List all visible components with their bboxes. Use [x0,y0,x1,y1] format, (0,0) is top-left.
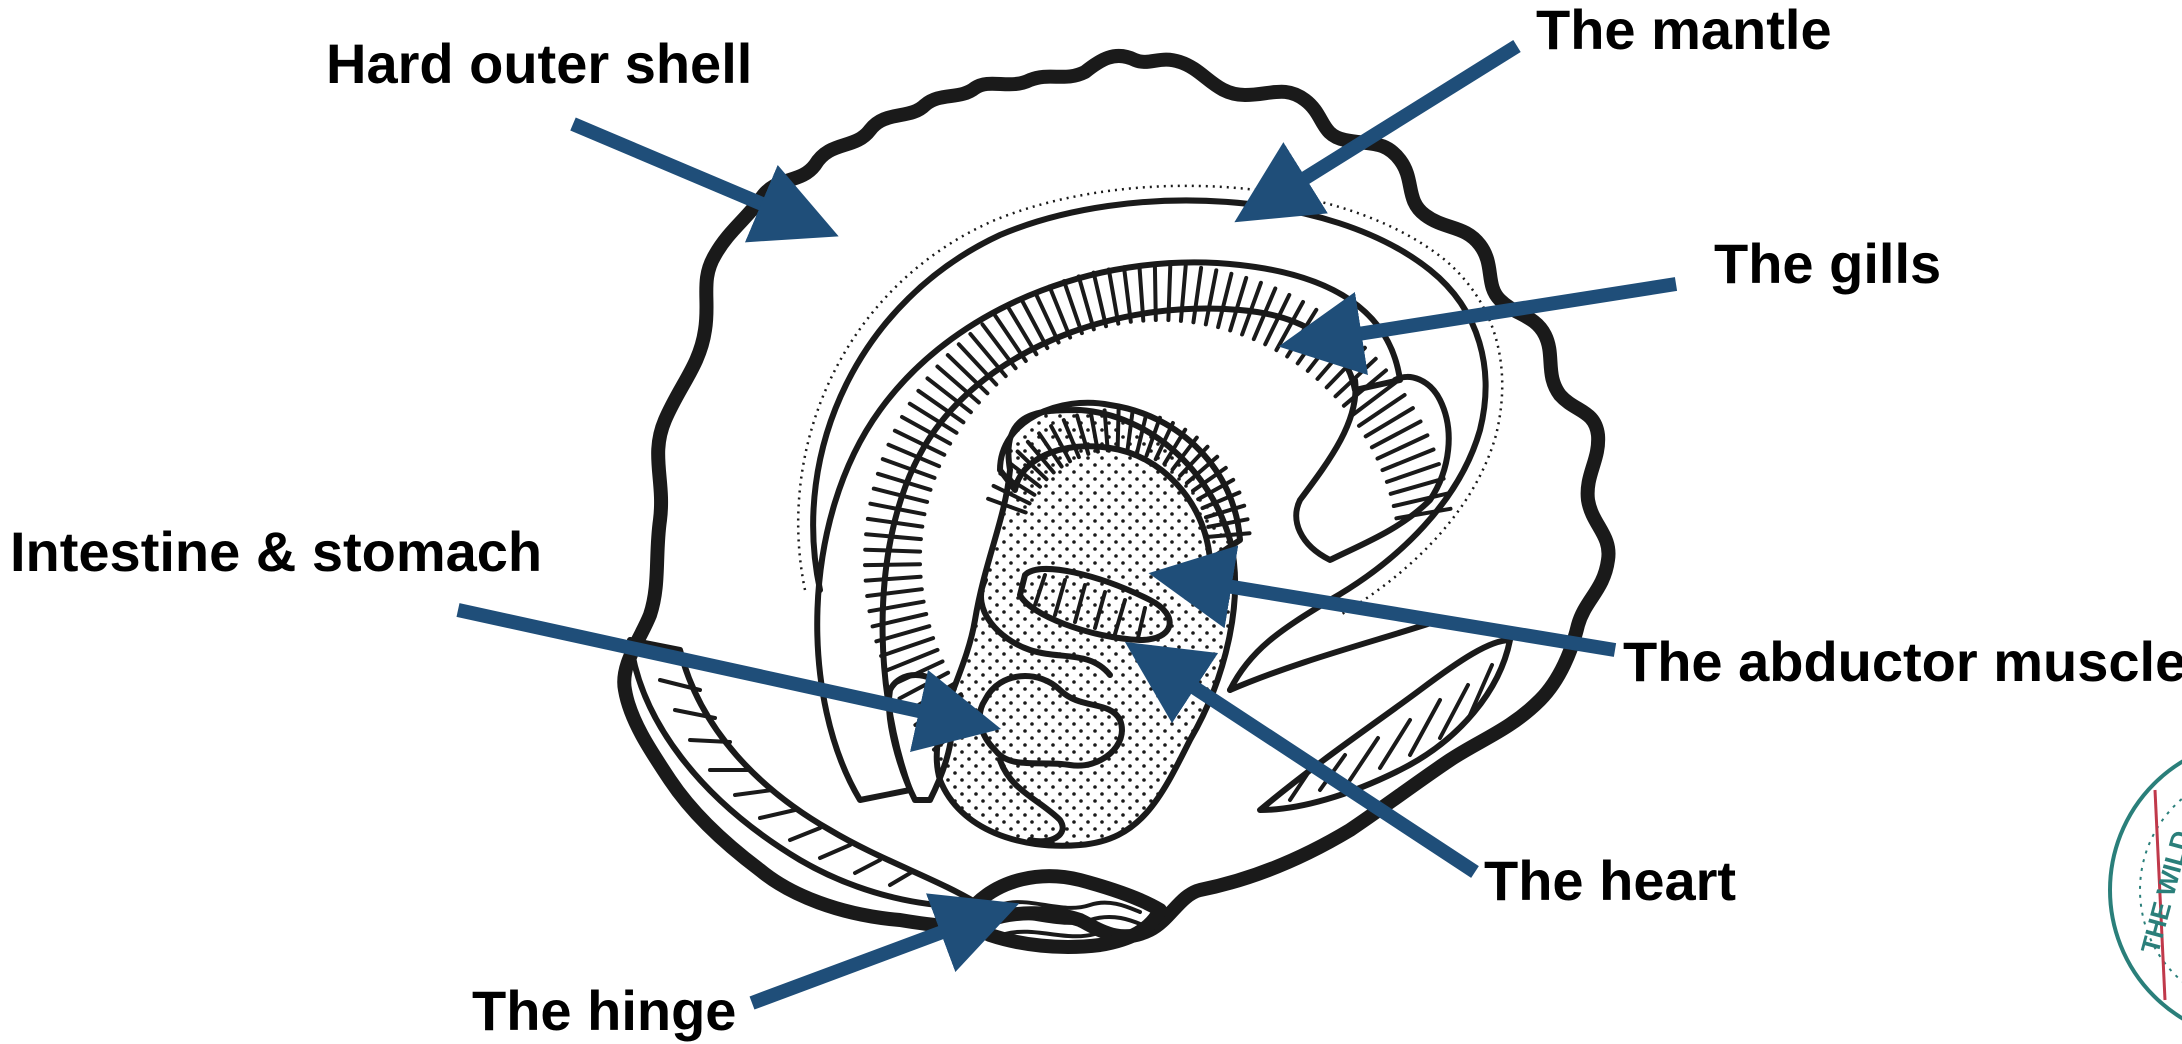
stripe [1168,265,1170,320]
stripe [1193,268,1201,322]
stripe [1230,278,1246,331]
label-the-mantle: The mantle [1536,2,1832,58]
stripe [1218,274,1231,327]
arrow-the-hinge [752,918,980,1003]
label-intestine-stomach: Intestine & stomach [10,524,542,580]
label-the-abductor-muscle: The abductor muscle [1623,634,2182,690]
arrow-abductor-muscle [1190,580,1615,650]
stripe [1366,408,1413,436]
label-the-heart: The heart [1484,853,1736,909]
label-the-hinge: The hinge [472,983,736,1039]
stripe [1327,348,1365,388]
stripe [948,355,988,393]
stripe [865,550,920,552]
stripe [995,315,1026,361]
label-the-gills: The gills [1714,236,1941,292]
stripe [983,324,1016,368]
stripe [1206,270,1217,324]
stripe [1181,266,1186,321]
stripe [937,367,979,403]
stripe [866,534,921,539]
stripe [866,577,921,581]
lower-mantle-fold [1230,620,1440,690]
stripe [1396,509,1450,519]
arrow-hard-outer-shell [573,124,800,220]
stripe [865,564,920,565]
visceral-mass [937,410,1235,846]
lower-right-hatching [1290,665,1492,800]
stripe [870,602,924,612]
stripe [970,334,1005,376]
stripe [1359,395,1405,426]
stripe [1079,276,1094,329]
stripe [1118,410,1119,450]
stripe [959,344,997,384]
stripe [1008,307,1036,354]
stripe [1094,273,1106,327]
stripe [1109,270,1119,324]
arrow-the-mantle [1270,46,1517,200]
stripe [1155,265,1156,320]
stripe [867,589,922,596]
label-hard-outer-shell: Hard outer shell [326,36,752,92]
wild-logo-seal: THE WILD [2110,740,2182,1040]
